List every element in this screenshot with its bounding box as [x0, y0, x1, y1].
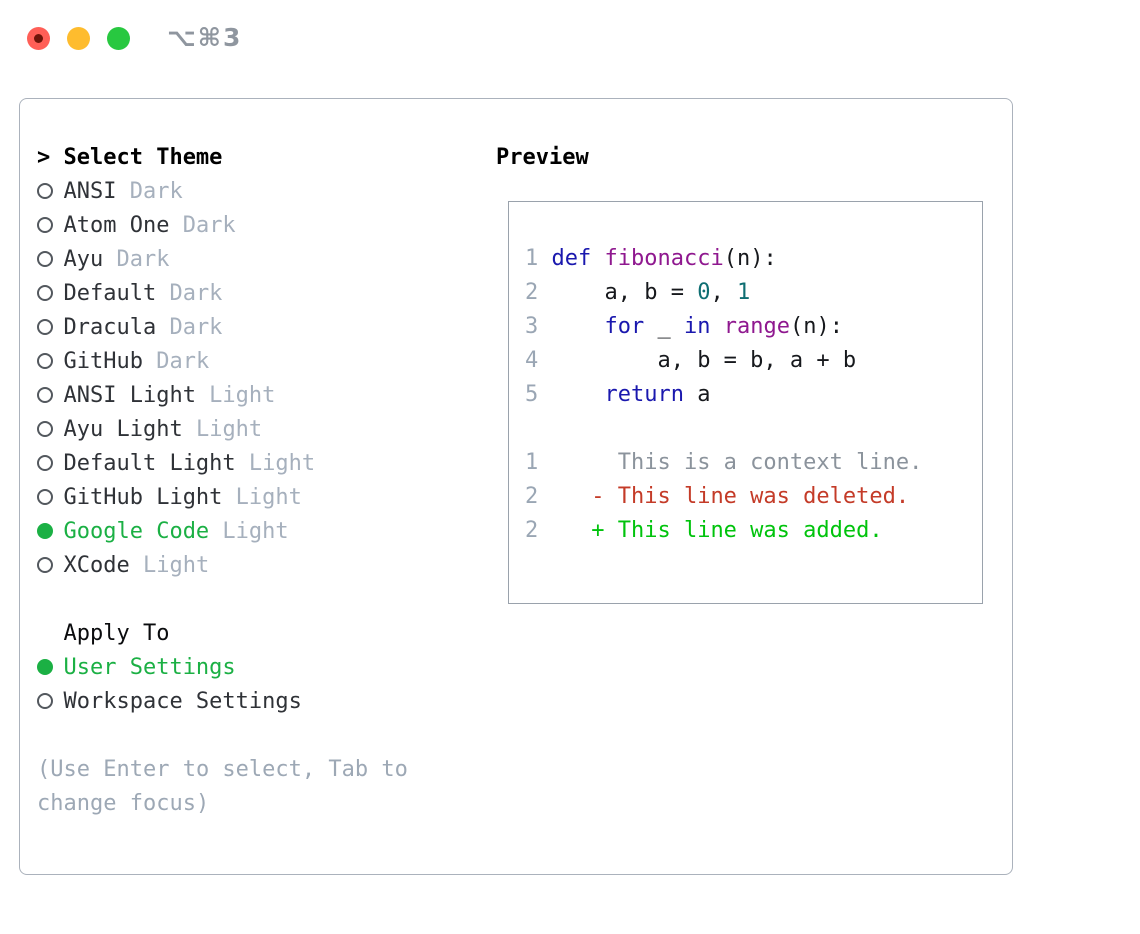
theme-variant-label: Dark — [169, 213, 236, 238]
traffic-lights — [27, 27, 130, 50]
theme-variant-label: Light — [129, 553, 210, 578]
theme-option[interactable]: XCode Light — [37, 549, 487, 583]
radio-icon — [37, 421, 53, 437]
code-line: 2 - This line was deleted. — [525, 484, 910, 509]
option-label: Dracula — [63, 315, 157, 340]
apply-to-header: Apply To — [37, 617, 487, 651]
theme-option[interactable]: Ayu Light Light — [37, 413, 487, 447]
radio-icon — [37, 353, 53, 369]
option-label: GitHub — [63, 349, 143, 374]
radio-icon — [37, 489, 53, 505]
theme-option[interactable]: Dracula Dark — [37, 311, 487, 345]
theme-variant-label: Light — [222, 485, 302, 510]
help-text: (Use Enter to select, Tab to change focu… — [37, 757, 408, 816]
code-line: 4 a, b = b, a + b — [525, 348, 857, 373]
select-theme-header: > Select Theme — [37, 141, 487, 175]
preview-box: 1 def fibonacci(n): 2 a, b = 0, 1 3 for _ … — [508, 201, 983, 604]
theme-option[interactable]: ANSI Dark — [37, 175, 487, 209]
radio-icon — [37, 251, 53, 267]
theme-variant-label: Dark — [103, 247, 170, 272]
code-line: 5 return a — [525, 382, 711, 407]
theme-variant-label: Light — [195, 383, 276, 408]
radio-icon — [37, 183, 53, 199]
spacer — [37, 583, 487, 617]
radio-icon — [37, 693, 53, 709]
theme-variant-label: Dark — [142, 349, 210, 374]
radio-icon — [37, 387, 53, 403]
option-label: GitHub Light — [63, 485, 223, 510]
option-label: XCode — [63, 553, 130, 578]
theme-variant-label: Light — [182, 417, 263, 442]
radio-icon — [37, 455, 53, 471]
preview-title: Preview — [496, 145, 589, 170]
option-label: User Settings — [63, 655, 236, 680]
select-theme-label: Select Theme — [63, 145, 223, 170]
code-preview: 1 def fibonacci(n): 2 a, b = 0, 1 3 for _ … — [509, 202, 982, 548]
theme-option[interactable]: Ayu Dark — [37, 243, 487, 277]
option-label: Ayu — [63, 247, 104, 272]
theme-option[interactable]: Google Code Light — [37, 515, 487, 549]
theme-option[interactable]: ANSI Light Light — [37, 379, 487, 413]
radio-icon — [37, 319, 53, 335]
code-line: 1 This is a context line. — [525, 450, 923, 475]
theme-option[interactable]: GitHub Light Light — [37, 481, 487, 515]
zoom-button[interactable] — [107, 27, 130, 50]
minimize-button[interactable] — [67, 27, 90, 50]
apply-to-option[interactable]: Workspace Settings — [37, 685, 487, 719]
theme-option[interactable]: Default Dark — [37, 277, 487, 311]
window-title: ⌥⌘3 — [167, 23, 243, 52]
theme-variant-label: Dark — [116, 179, 183, 204]
option-label: ANSI Light — [63, 383, 196, 408]
radio-selected-icon — [37, 523, 53, 539]
close-button[interactable] — [27, 27, 50, 50]
theme-option[interactable]: GitHub Dark — [37, 345, 487, 379]
theme-option[interactable]: Atom One Dark — [37, 209, 487, 243]
option-label: Default — [63, 281, 157, 306]
option-label: Default Light — [63, 451, 236, 476]
theme-variant-label: Light — [235, 451, 316, 476]
option-label: Atom One — [63, 213, 170, 238]
radio-icon — [37, 557, 53, 573]
radio-icon — [37, 217, 53, 233]
option-label: Workspace Settings — [63, 689, 302, 714]
theme-option[interactable]: Default Light Light — [37, 447, 487, 481]
code-line: 2 + This line was added. — [525, 518, 883, 543]
code-line: 3 for _ in range(n): — [525, 314, 843, 339]
radio-selected-icon — [37, 659, 53, 675]
option-label: Google Code — [63, 519, 210, 544]
option-label: Ayu Light — [63, 417, 183, 442]
apply-to-label: Apply To — [63, 621, 170, 646]
code-line: 2 a, b = 0, 1 — [525, 280, 751, 305]
code-line — [525, 412, 982, 446]
apply-to-option[interactable]: User Settings — [37, 651, 487, 685]
focus-caret-icon: > — [37, 145, 51, 170]
theme-variant-label: Dark — [156, 315, 223, 340]
theme-variant-label: Dark — [156, 281, 223, 306]
spacer — [37, 719, 487, 753]
code-line: 1 def fibonacci(n): — [525, 246, 777, 271]
theme-variant-label: Light — [209, 519, 289, 544]
radio-icon — [37, 285, 53, 301]
option-label: ANSI — [63, 179, 117, 204]
unsaved-changes-dot — [34, 34, 43, 43]
